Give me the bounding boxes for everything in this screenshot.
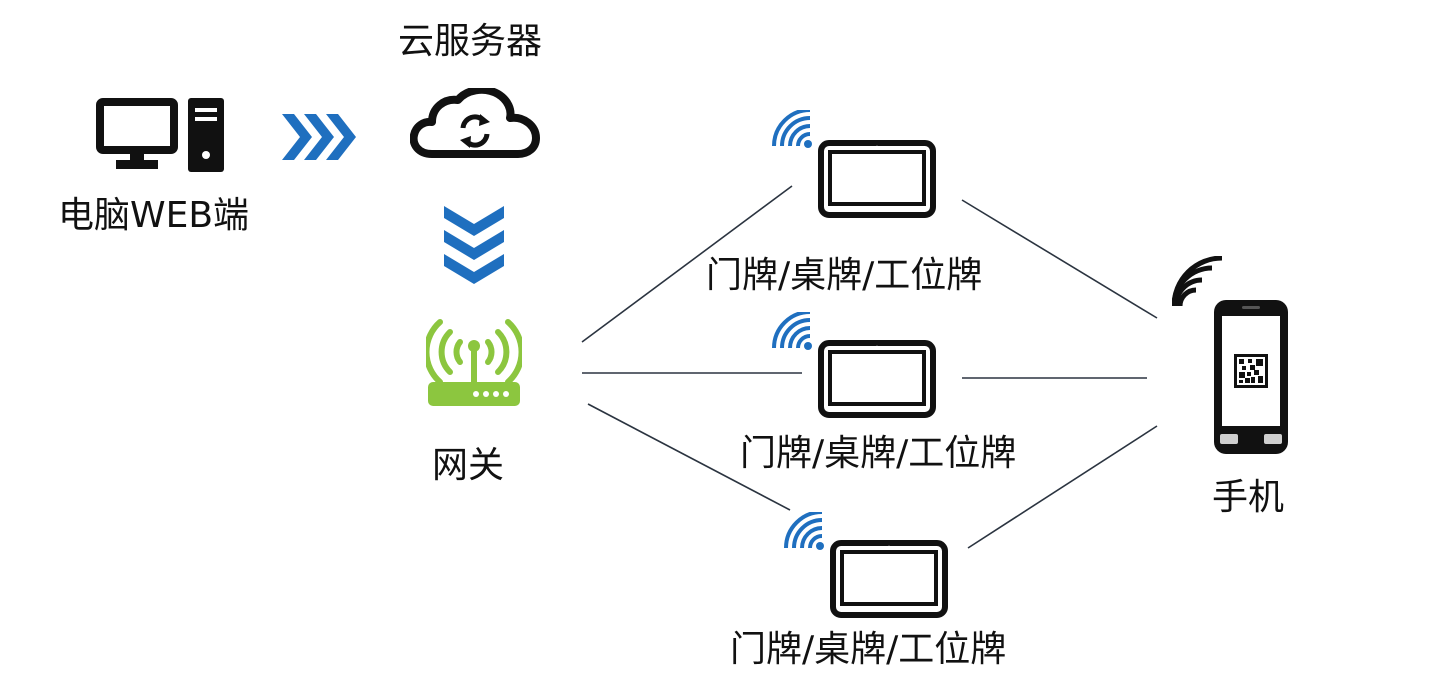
- tablet-display-icon: [818, 340, 936, 418]
- smartphone-qr-icon: [1212, 298, 1290, 456]
- gateway-label: 网关: [432, 445, 505, 486]
- chevron-down-arrow-icon: [444, 206, 504, 286]
- sign-label: 门牌/桌牌/工位牌: [706, 255, 983, 296]
- wifi-signal-icon: [772, 312, 816, 352]
- sign-label: 门牌/桌牌/工位牌: [730, 629, 1007, 670]
- pc-label: 电脑WEB端: [58, 195, 250, 236]
- tablet-display-icon: [818, 140, 936, 218]
- desktop-computer-icon: [96, 98, 228, 172]
- sign-label: 门牌/桌牌/工位牌: [740, 433, 1017, 474]
- wifi-signal-icon: [772, 110, 816, 150]
- wifi-router-icon: [426, 316, 522, 408]
- line-gateway-sign3: [587, 403, 791, 511]
- wifi-signal-icon: [784, 512, 828, 552]
- cloud-label: 云服务器: [398, 21, 543, 62]
- line-gateway-sign1: [581, 185, 793, 343]
- phone-label: 手机: [1212, 477, 1285, 518]
- chevron-right-arrow-icon: [282, 114, 358, 160]
- line-sign3-phone: [967, 425, 1158, 549]
- line-sign1-phone: [961, 199, 1158, 319]
- cloud-sync-icon: [410, 88, 540, 160]
- wifi-signal-icon: [1172, 256, 1224, 308]
- tablet-display-icon: [830, 540, 948, 618]
